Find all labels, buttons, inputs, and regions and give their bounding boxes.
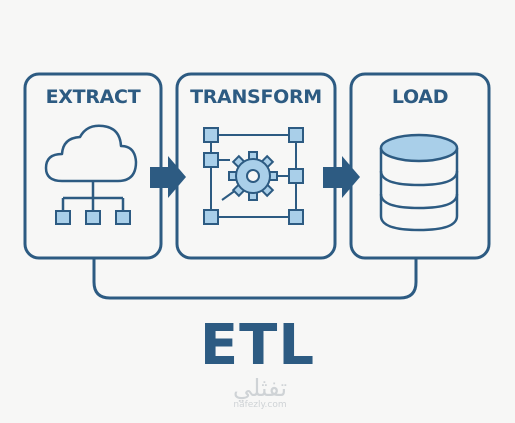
- load-label: LOAD: [391, 86, 449, 108]
- load-box: [349, 72, 491, 260]
- arrow-extract-to-transform: [150, 156, 186, 198]
- database-icon: [379, 133, 459, 232]
- gear-nodes-icon: [203, 127, 304, 225]
- arrow-transform-to-load: [323, 156, 360, 198]
- watermark: تفثلي nafezly.com: [210, 376, 310, 410]
- etl-title: ETL: [199, 313, 316, 378]
- transform-box: [175, 72, 337, 260]
- transform-label: TRANSFORM: [190, 86, 322, 108]
- watermark-latin: nafezly.com: [233, 400, 287, 410]
- watermark-arabic: تفثلي: [232, 374, 287, 402]
- loop-connector: [92, 258, 418, 300]
- cloud-network-icon: [44, 124, 138, 225]
- extract-label: EXTRACT: [45, 86, 141, 108]
- extract-box: [23, 72, 163, 260]
